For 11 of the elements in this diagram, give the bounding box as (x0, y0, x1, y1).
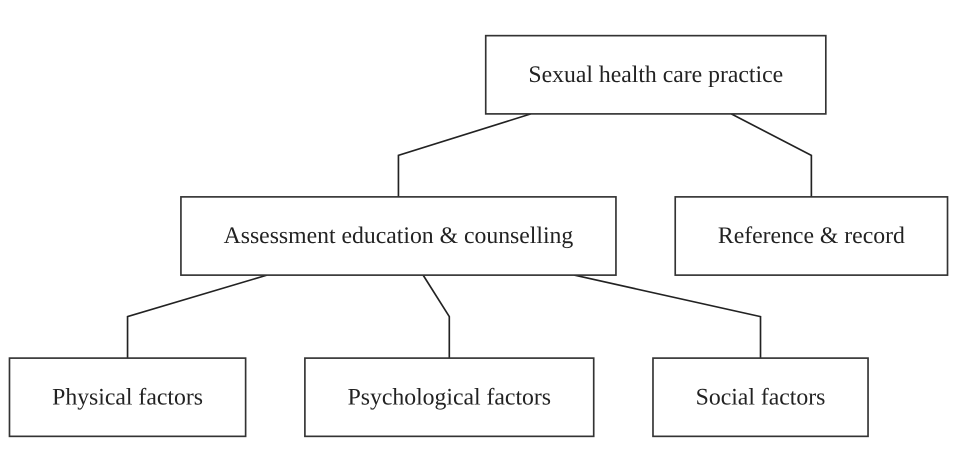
node-box: Psychological factors (304, 357, 595, 438)
connector (422, 274, 450, 358)
node-box: Sexual health care practice (484, 34, 827, 115)
connector (126, 274, 268, 358)
connector (730, 113, 812, 197)
node-box: Social factors (652, 357, 869, 438)
node-box: Reference & record (674, 196, 948, 276)
connector (398, 113, 532, 197)
node-box: Physical factors (8, 357, 246, 438)
node-box: Assessment education & counselling (180, 196, 617, 276)
connector (574, 274, 762, 358)
